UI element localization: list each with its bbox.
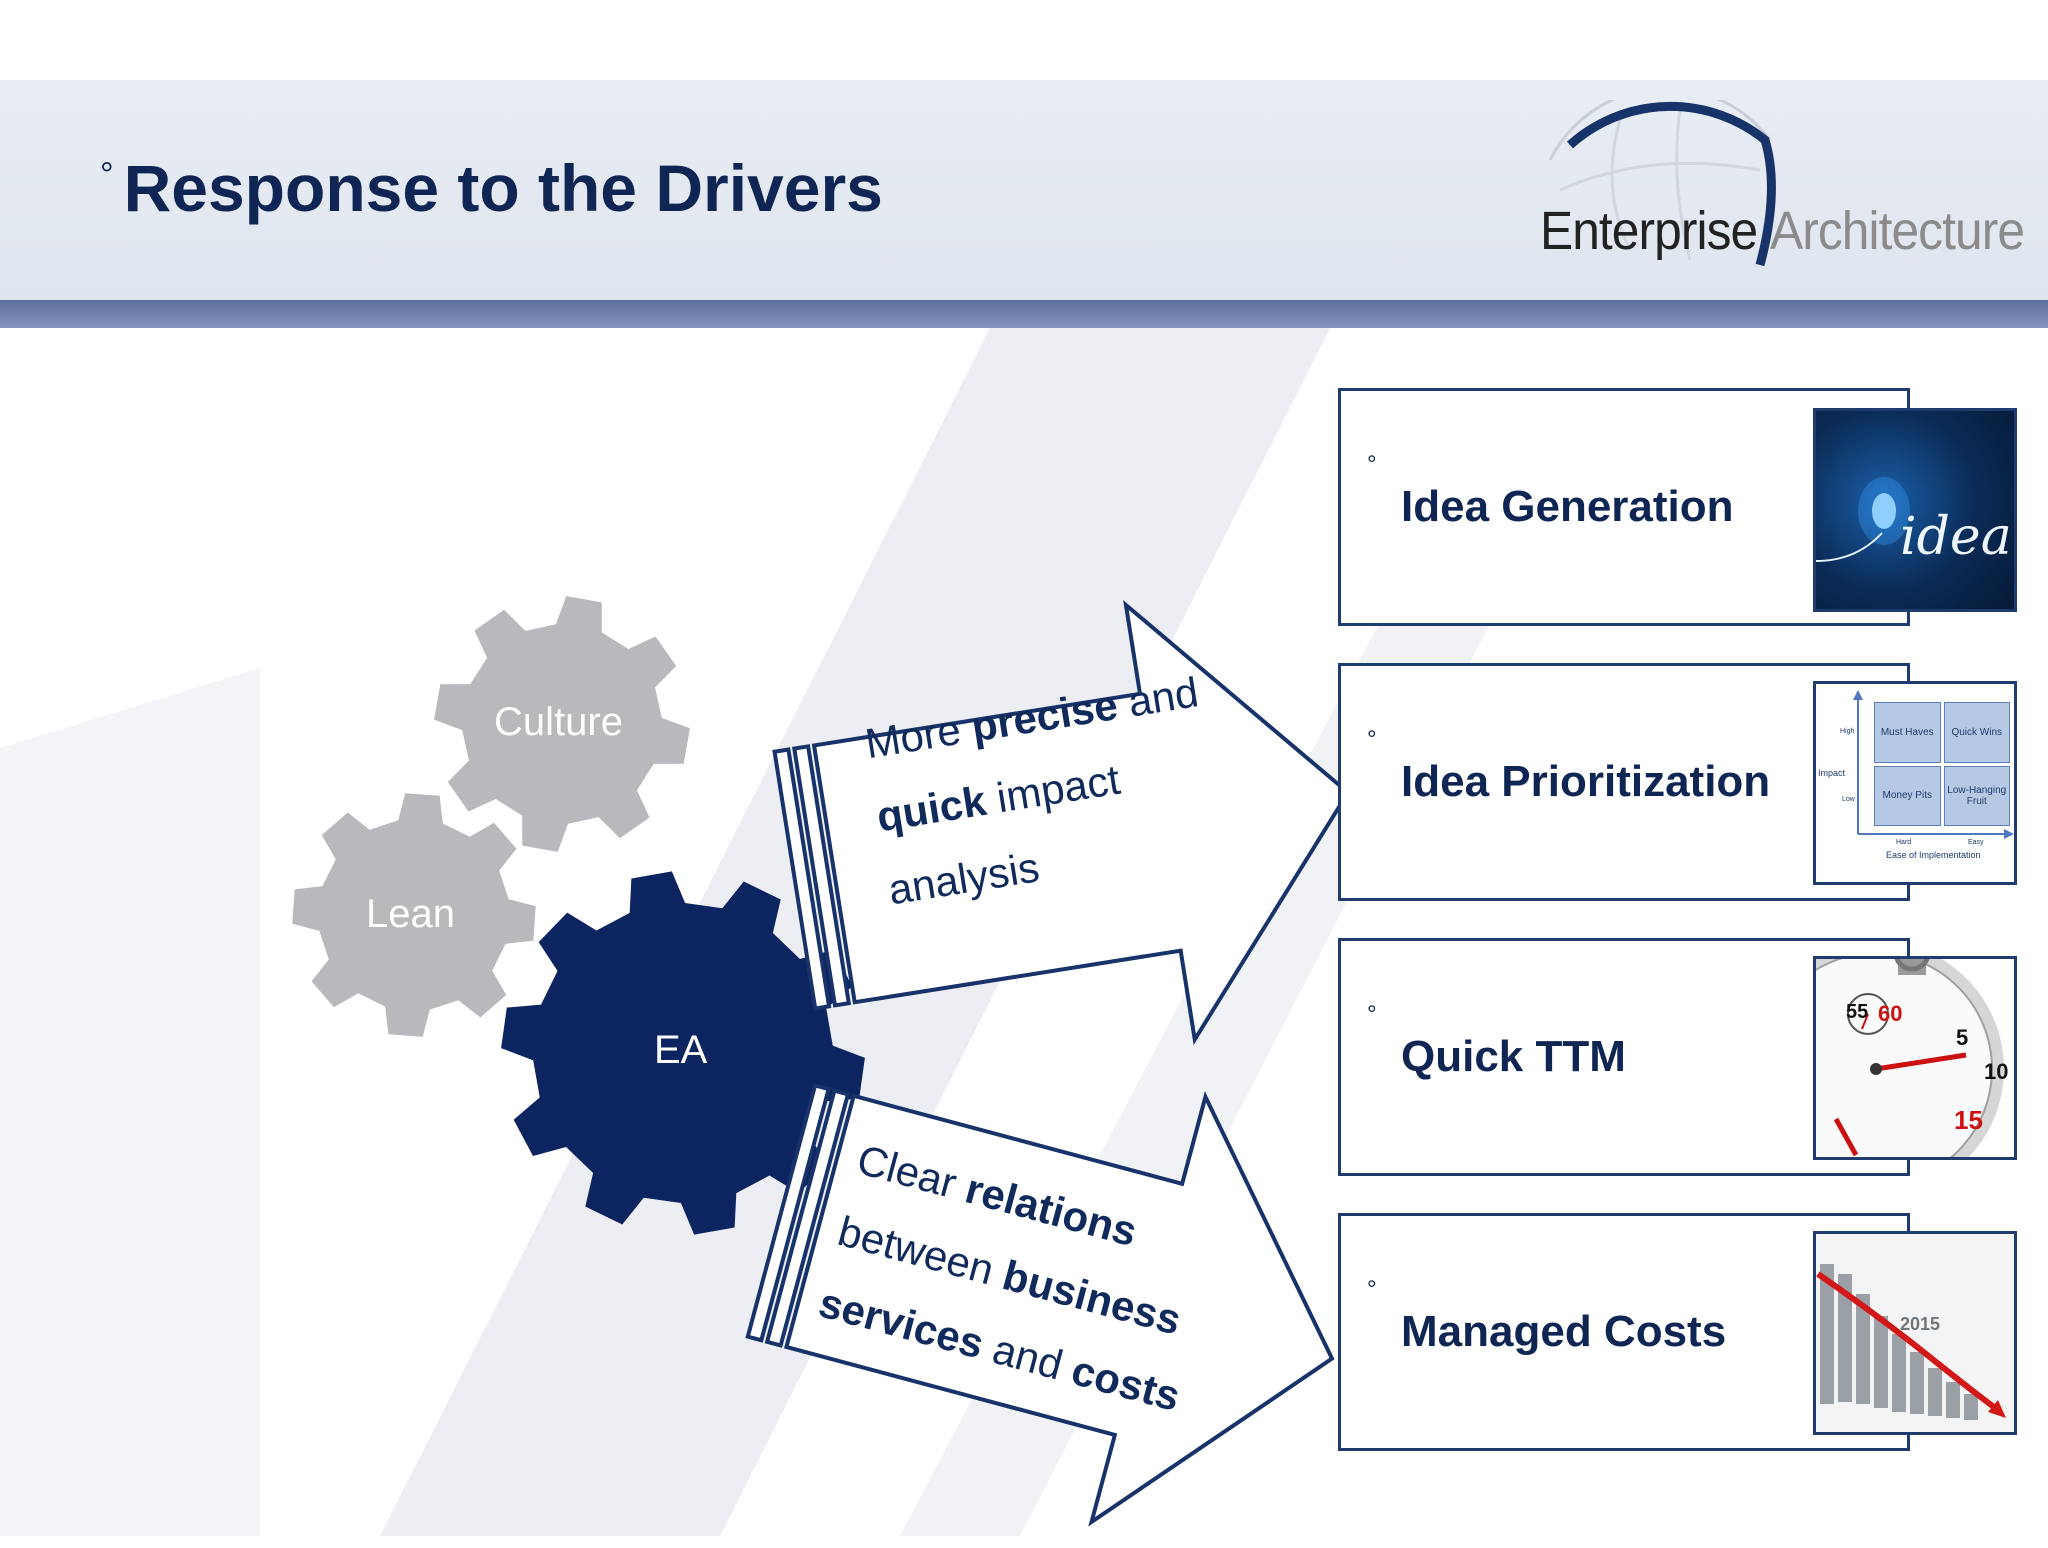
matrix-axes [1853,690,2014,839]
matrix-x-axis-label: Ease of Implementation [1886,850,1981,860]
cost-decline-image: 2015 [1813,1231,2017,1435]
declining-bars-icon [1816,1234,2014,1432]
box-label: Managed Costs [1401,1307,1727,1356]
matrix-cell: Money Pits [1874,765,1941,826]
box-label: Quick TTM [1401,1032,1626,1081]
cost-chart-year: 2015 [1900,1314,1941,1334]
matrix-x-hard: Hard [1896,839,1912,846]
header-band [0,80,2048,300]
lean-gear [292,793,536,1037]
lightbulb-icon [1816,477,1910,562]
gear-label-culture: Culture [494,700,623,744]
box-bullet: ° [1367,1276,1377,1303]
idea-lightbulb-image: idea [1813,408,2017,612]
stopwatch-image: 55 60 5 10 15 [1813,956,2017,1160]
top-arrow [772,599,1351,1046]
title-bullet: ° [100,156,114,194]
box-bullet: ° [1367,1001,1377,1028]
gear-label-ea: EA [654,1028,708,1072]
globe-logo-icon [1548,100,1776,267]
matrix-y-high: High [1840,728,1855,735]
box-bullet: ° [1367,726,1377,753]
prioritization-matrix-image: Must Haves Quick Wins Money Pits Low-Han… [1813,681,2017,885]
gear-label-lean: Lean [366,892,455,936]
box-label: Idea Generation [1401,482,1734,531]
diagram-stage: Culture Lean EA More precise and quick i… [0,328,2048,1536]
header-rule [0,300,2048,328]
idea-word: idea [1900,507,2012,567]
logo-text-enterprise: Enterprise [1540,201,1758,261]
matrix-grid: Must Haves Quick Wins Money Pits Low-Han… [1874,702,2010,826]
stopwatch-10: 10 [1984,1059,2009,1084]
slide-title: °Response to the Drivers [100,150,883,226]
matrix-cell: Must Haves [1874,702,1941,763]
stopwatch-15: 15 [1954,1105,1983,1135]
matrix-cell: Low-Hanging Fruit [1943,765,2010,826]
stopwatch-60: 60 [1878,1001,1903,1026]
matrix-y-low: Low [1842,796,1855,803]
matrix-x-easy: Easy [1968,839,1984,846]
bottom-arrow [745,1083,1335,1527]
logo-text-architecture: Architecture [1770,201,2025,261]
box-bullet: ° [1367,451,1377,478]
title-text: Response to the Drivers [123,151,883,225]
stopwatch-5: 5 [1956,1025,1969,1050]
matrix-y-axis-label: Impact [1818,768,1846,778]
stopwatch-icon [1816,959,2004,1157]
gears-group [292,596,865,1235]
box-label: Idea Prioritization [1401,757,1771,806]
stopwatch-55: 55 [1846,1001,1869,1023]
culture-gear [434,596,690,852]
matrix-cell: Quick Wins [1943,702,2010,763]
ea-gear [501,871,865,1235]
